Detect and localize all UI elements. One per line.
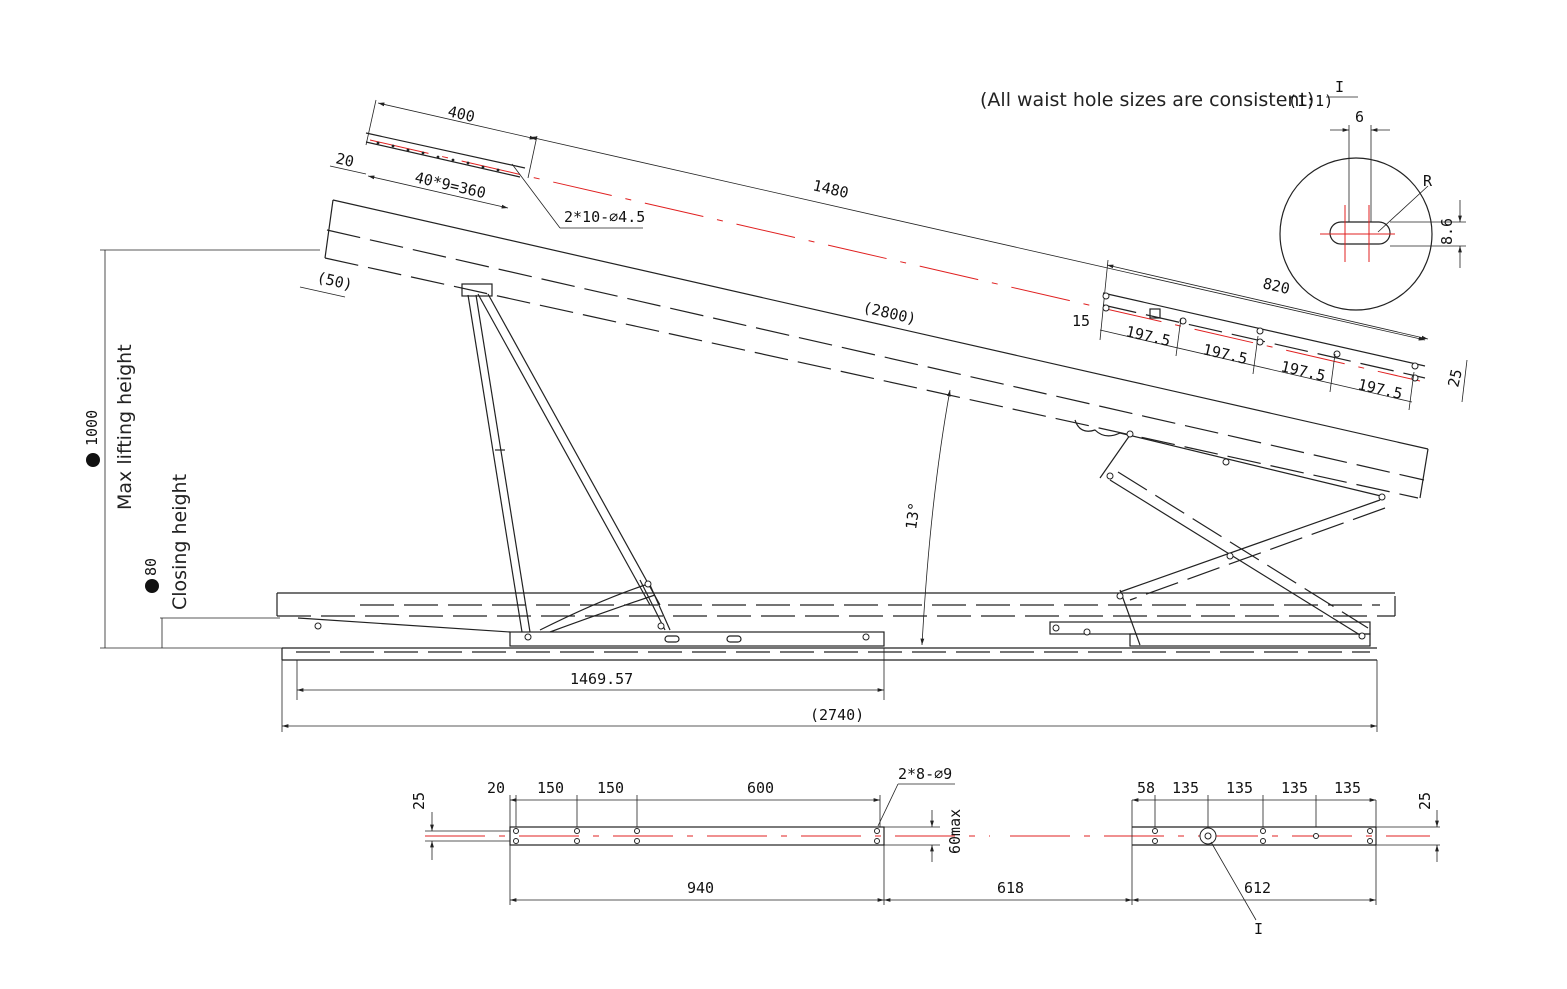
slot-holes-right	[1102, 292, 1419, 382]
br-dim-612: 612	[1244, 879, 1271, 897]
bl-dim-60max: 60max	[946, 809, 964, 854]
dim-holes-dia: 2*10-∅4.5	[564, 208, 645, 226]
detail-view-slot: 6 R 8.6	[1279, 108, 1466, 311]
bl-dim-150a: 150	[537, 779, 564, 797]
note-text: (All waist hole sizes are consistent)	[980, 89, 1314, 111]
scissor-mechanism	[1074, 419, 1386, 646]
dim-base-1469: 1469.57	[570, 670, 633, 688]
dim-angle: 13°	[902, 501, 924, 530]
bl-dim-940: 940	[687, 879, 714, 897]
detail-radius: R	[1423, 172, 1433, 190]
detail-width: 6	[1355, 108, 1364, 126]
svg-text:1000: 1000	[83, 410, 101, 446]
br-dim-135d: 135	[1334, 779, 1361, 797]
bottom-right-rail	[1010, 795, 1440, 921]
closing-height-label: 80 Closing height	[142, 474, 191, 610]
dim-197-4: 197.5	[1356, 375, 1404, 403]
br-detail-ref: I	[1254, 920, 1263, 938]
holes-row-top	[376, 141, 500, 172]
bl-dim-20: 20	[487, 779, 505, 797]
bl-dim-25: 25	[410, 792, 428, 810]
dim-197-1: 197.5	[1124, 322, 1172, 350]
dim-base-2740: (2740)	[810, 706, 864, 724]
br-dim-58: 58	[1137, 779, 1155, 797]
gas-strut-assembly	[461, 283, 671, 633]
bottom-left-rail	[425, 783, 990, 905]
detail-height: 8.6	[1438, 218, 1456, 245]
dim-197-3: 197.5	[1279, 357, 1327, 385]
br-dim-135a: 135	[1172, 779, 1199, 797]
base-frame	[276, 592, 1396, 661]
mid-dim-618: 618	[997, 879, 1024, 897]
dim-end-50: (50)	[315, 268, 354, 294]
dim-197-2: 197.5	[1201, 340, 1249, 368]
bl-dim-150b: 150	[597, 779, 624, 797]
svg-text:Max lifting height: Max lifting height	[114, 344, 136, 510]
dim-400: 400	[446, 102, 476, 126]
svg-text:80: 80	[142, 558, 160, 576]
dim-1480: 1480	[811, 176, 850, 202]
br-dim-135c: 135	[1281, 779, 1308, 797]
br-dim-25: 25	[1416, 792, 1434, 810]
note-scale: (1:1)	[1288, 92, 1333, 110]
dim-20: 20	[334, 149, 356, 171]
dim-edge-25: 25	[1444, 367, 1466, 389]
dim-820: 820	[1261, 274, 1291, 298]
max-lifting-height-label: 1000 Max lifting height	[83, 344, 136, 510]
bl-dim-600: 600	[747, 779, 774, 797]
dim-holes-pitch: 40*9=360	[413, 168, 487, 202]
br-dim-135b: 135	[1226, 779, 1253, 797]
dim-total-2800: (2800)	[861, 298, 918, 328]
svg-text:Closing height: Closing height	[169, 474, 191, 610]
note-detail-ref: I	[1335, 78, 1344, 96]
dim-15: 15	[1072, 312, 1090, 330]
bl-dim-holes: 2*8-∅9	[898, 765, 952, 783]
